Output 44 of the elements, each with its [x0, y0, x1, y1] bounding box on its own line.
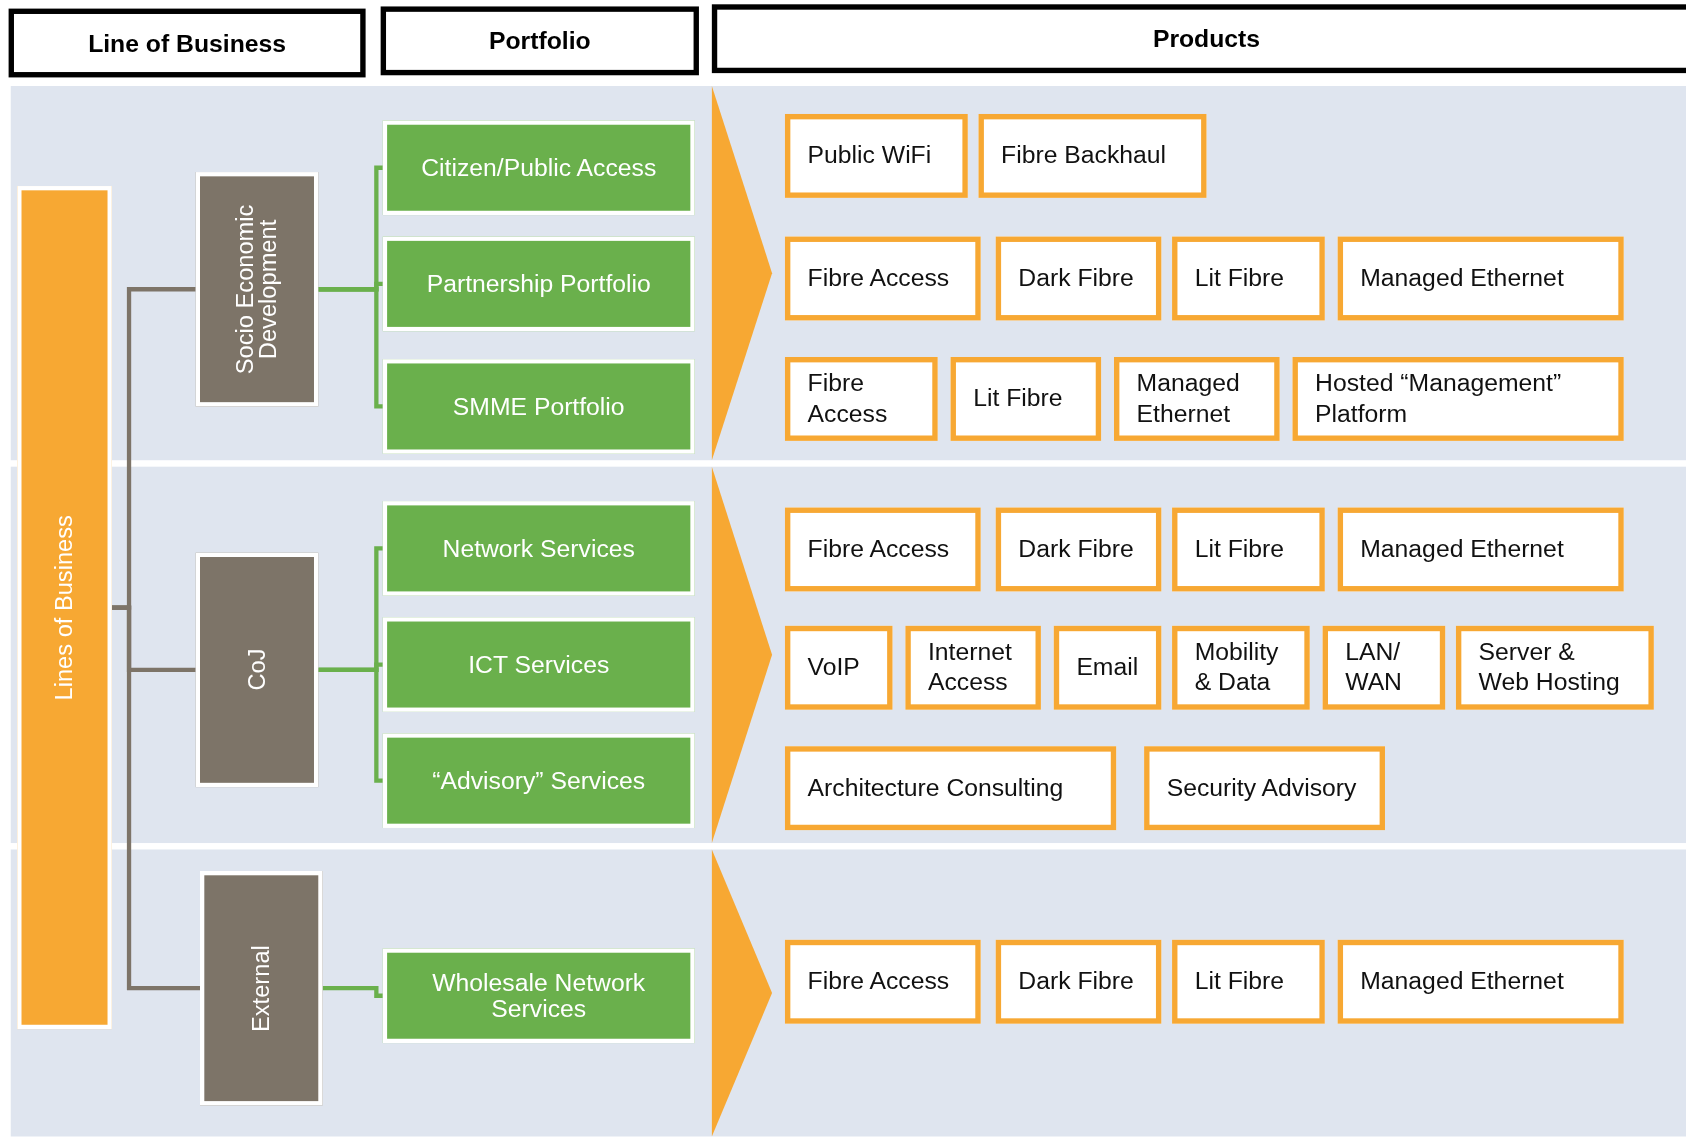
bracket-line [322, 986, 383, 998]
product-box: Email [1053, 625, 1162, 710]
portfolio-box: Partnership Portfolio [382, 236, 695, 332]
column-header: Products [711, 4, 1686, 74]
product-box: Fibre Access [784, 939, 981, 1024]
category-bar: Lines of Business [17, 186, 112, 1030]
product-box: Dark Fibre [995, 939, 1162, 1024]
product-box: Server & Web Hosting [1455, 625, 1654, 710]
product-box: Managed Ethernet [1337, 236, 1624, 321]
product-box: Fibre Access [784, 236, 981, 321]
product-box: Mobility & Data [1172, 625, 1310, 710]
product-box: Hosted “Management” Platform [1292, 357, 1624, 441]
category-box: External [200, 871, 323, 1106]
product-box: Managed Ethernet [1337, 939, 1624, 1024]
bracket-line [318, 287, 383, 409]
product-box: Lit Fibre [1172, 507, 1325, 592]
portfolio-box: ICT Services [382, 617, 695, 712]
product-box: Lit Fibre [1172, 236, 1325, 321]
product-box: Internet Access [905, 625, 1041, 710]
category-box: Socio Economic Development [195, 172, 319, 407]
product-box: Dark Fibre [995, 236, 1162, 321]
product-box: LAN/ WAN [1322, 625, 1446, 710]
portfolio-box: Network Services [382, 501, 695, 596]
portfolio-box: Citizen/Public Access [382, 120, 695, 216]
product-box: Fibre Backhaul [978, 114, 1207, 198]
product-box: Lit Fibre [1172, 939, 1325, 1024]
bracket-line [111, 605, 200, 991]
product-box: Managed Ethernet [1114, 357, 1280, 441]
product-box: Fibre Access [784, 357, 938, 441]
product-box: Lit Fibre [950, 357, 1102, 441]
product-box: Dark Fibre [995, 507, 1162, 592]
column-header: Portfolio [380, 6, 699, 76]
product-box: VoIP [784, 625, 893, 710]
bracket-line [318, 667, 383, 783]
product-box: Architecture Consulting [784, 746, 1117, 831]
product-box: Security Advisory [1144, 746, 1385, 831]
portfolio-box: SMME Portfolio [382, 359, 695, 454]
column-header: Line of Business [8, 8, 366, 78]
portfolio-box: Wholesale Network Services [382, 948, 695, 1044]
portfolio-box: “Advisory” Services [382, 733, 695, 828]
product-box: Public WiFi [784, 114, 968, 198]
product-box: Fibre Access [784, 507, 981, 592]
category-box: CoJ [195, 552, 319, 788]
product-box: Managed Ethernet [1337, 507, 1624, 592]
